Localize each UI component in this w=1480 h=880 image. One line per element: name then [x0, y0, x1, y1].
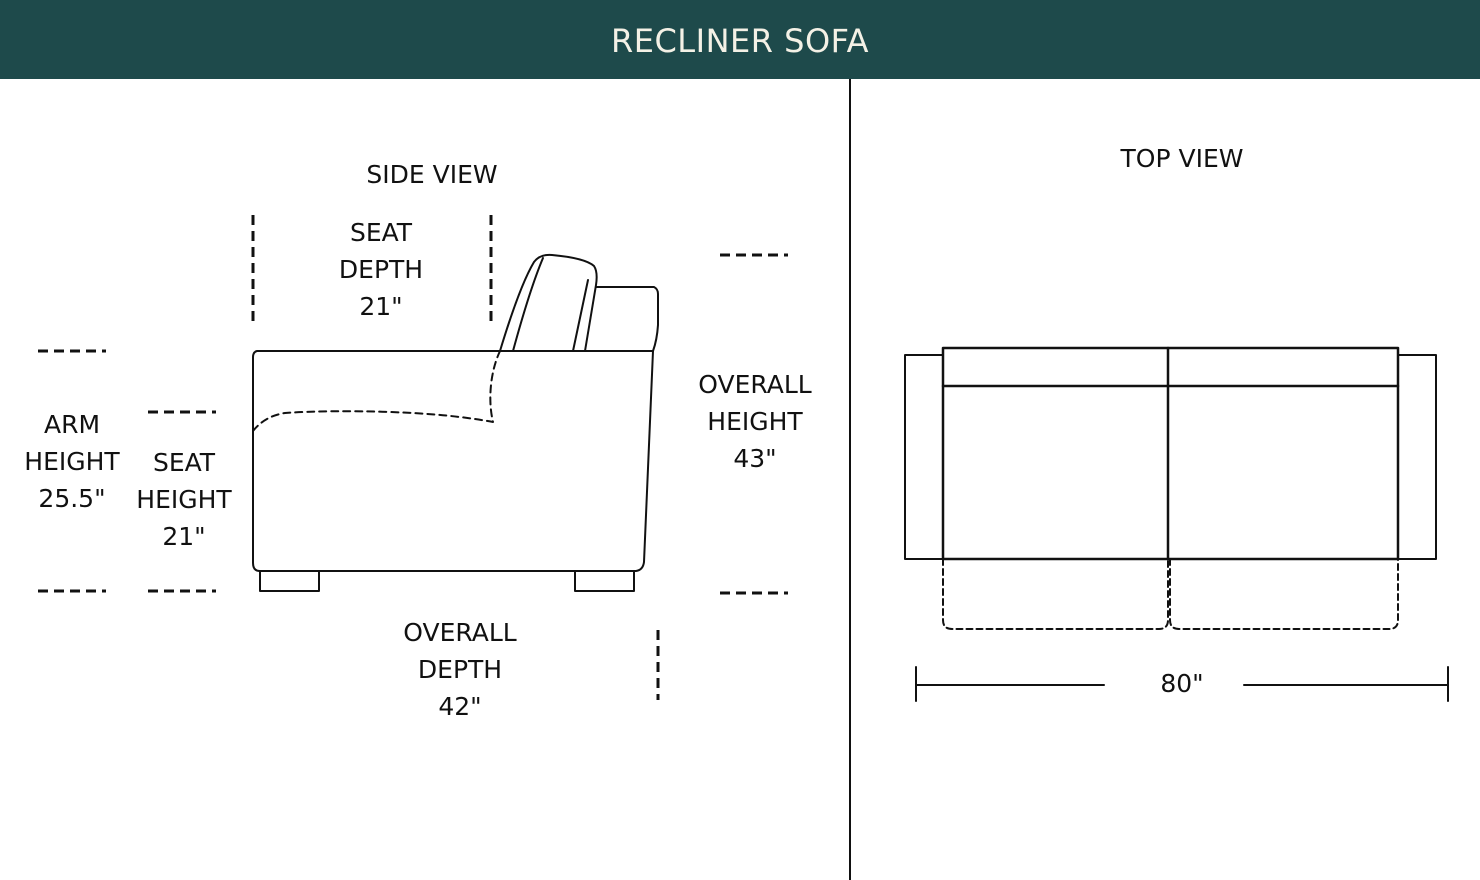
seat-depth-value: 21" — [359, 292, 403, 321]
seat-depth-line2: DEPTH — [338, 255, 424, 284]
top-arm-right — [1397, 354, 1437, 560]
arm-height-line2: HEIGHT — [24, 447, 120, 476]
panel-divider — [849, 79, 851, 880]
sofa-body-outline — [252, 350, 654, 572]
top-view-width-dimension — [915, 666, 1449, 702]
side-view-title: SIDE VIEW — [366, 160, 498, 189]
top-seat-frame — [941, 346, 1400, 561]
top-view-title: TOP VIEW — [1120, 144, 1244, 173]
arm-height-value: 25.5" — [38, 484, 106, 513]
header-bar: RECLINER SOFA — [0, 0, 1480, 79]
overall-height-label: OVERALL HEIGHT 43" — [698, 366, 811, 477]
arm-height-label: ARM HEIGHT 25.5" — [24, 406, 119, 517]
overall-height-value: 43" — [733, 444, 777, 473]
side-view-markers — [38, 215, 788, 700]
overall-depth-line1: OVERALL — [403, 618, 517, 647]
sofa-back-cushion-seam-right — [572, 279, 589, 352]
sofa-headrest — [595, 286, 659, 352]
width-value: 80" — [1160, 669, 1204, 698]
sofa-seat-dashed — [252, 350, 501, 432]
seat-height-line2: HEIGHT — [136, 485, 232, 514]
seat-height-value: 21" — [162, 522, 206, 551]
top-arm-left — [904, 354, 944, 560]
seat-height-line1: SEAT — [152, 448, 216, 477]
overall-depth-label: OVERALL DEPTH 42" — [403, 614, 516, 725]
sofa-back-cushion — [499, 253, 598, 352]
seat-height-label: SEAT HEIGHT 21" — [136, 444, 231, 555]
arm-height-line1: ARM — [43, 410, 101, 439]
seat-depth-line1: SEAT — [349, 218, 413, 247]
top-view-sofa — [904, 346, 1437, 630]
sofa-back-cushion-seam — [512, 257, 544, 352]
sofa-foot-back — [574, 570, 635, 592]
top-recliner-right-dashed — [1169, 558, 1399, 630]
overall-depth-line2: DEPTH — [417, 655, 503, 684]
overall-depth-value: 42" — [438, 692, 482, 721]
seat-depth-label: SEAT DEPTH 21" — [339, 214, 423, 325]
sofa-foot-front — [259, 570, 320, 592]
side-view-sofa — [252, 253, 659, 592]
page-title: RECLINER SOFA — [611, 21, 869, 60]
top-recliner-left-dashed — [942, 558, 1169, 630]
overall-height-line2: HEIGHT — [707, 407, 803, 436]
overall-height-line1: OVERALL — [698, 370, 812, 399]
